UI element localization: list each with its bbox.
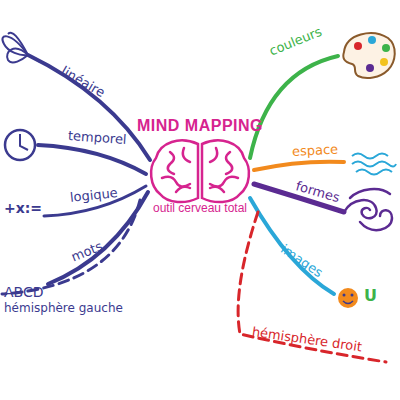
- branch-label: +x:=: [4, 200, 42, 216]
- waves-icon: [352, 154, 396, 175]
- branch-label: ABCD: [4, 284, 44, 300]
- clock-icon: [5, 130, 35, 160]
- branch-label: linéaire: [58, 63, 108, 101]
- branch: [250, 198, 334, 294]
- branch: [38, 145, 146, 174]
- smiley-icon: [338, 288, 358, 308]
- branch: [254, 162, 344, 170]
- brain: [151, 140, 249, 202]
- dashed-branch: [2, 200, 140, 294]
- dashed-branch: [238, 212, 386, 362]
- branch-label: hémisphère droit: [251, 324, 363, 355]
- branch-label: images: [278, 241, 326, 281]
- branch-label: couleurs: [267, 24, 324, 60]
- palette-icon: [343, 33, 394, 78]
- spirals-icon: [344, 189, 392, 230]
- branch-label: hémisphère gauche: [4, 300, 123, 316]
- whisk-icon: [2, 33, 40, 63]
- branch-label: U: [364, 288, 377, 304]
- branch: [48, 192, 148, 284]
- branch-label: temporel: [67, 128, 127, 148]
- central-node: MIND MAPPING outil cerveau total: [133, 116, 267, 216]
- central-subtitle: outil cerveau total: [133, 200, 267, 216]
- branch-label: espace: [292, 142, 339, 160]
- central-title: MIND MAPPING: [133, 116, 267, 136]
- branch: [44, 186, 146, 216]
